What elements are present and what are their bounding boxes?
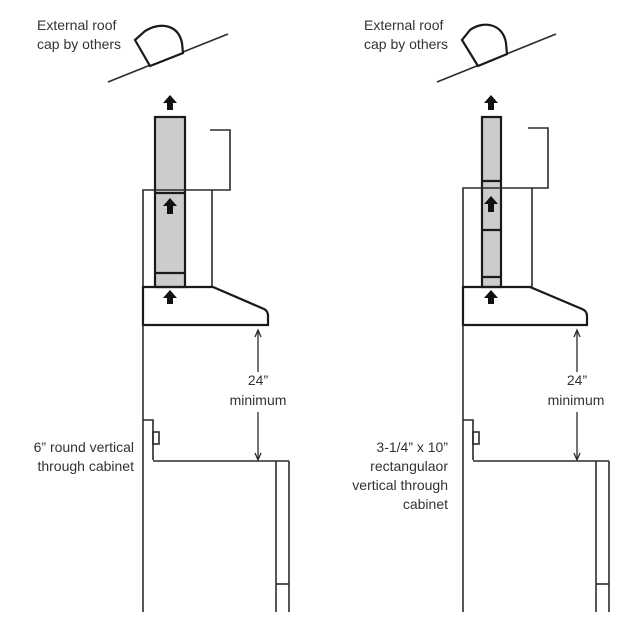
left-roof-cap [133, 24, 185, 68]
up-arrow-icon [163, 290, 177, 304]
up-arrow-icon [163, 95, 177, 110]
left-dim-arrow-top [254, 328, 262, 338]
right-roof-cap-label: External roof cap by others [364, 17, 449, 52]
right-duct-label: 3-1/4” x 10” rectangulaor vertical throu… [352, 439, 448, 512]
right-diagram [436, 23, 610, 612]
left-diagram [107, 24, 290, 612]
left-chimney-cover [210, 129, 231, 191]
outlet-icon [472, 431, 480, 445]
right-dim-arrow-bottom [573, 452, 581, 462]
outlet-icon [152, 431, 160, 445]
up-arrow-icon [163, 198, 177, 214]
up-arrow-icon [484, 290, 498, 304]
right-range-hood [461, 285, 589, 327]
right-dim-arrow-top [573, 328, 581, 338]
up-arrow-icon [484, 196, 498, 212]
left-range-hood [141, 285, 270, 327]
left-dim-arrow-bottom [254, 452, 262, 462]
right-backsplash [463, 419, 474, 460]
right-clearance-unit: minimum [547, 392, 605, 408]
left-clearance-value: 24” [247, 372, 269, 388]
left-upper-cabinet [142, 189, 213, 287]
right-upper-cabinet [462, 187, 533, 287]
left-roof-cap-label: External roof cap by others [37, 17, 122, 52]
left-clearance-unit: minimum [229, 392, 287, 408]
left-duct-label: 6” round vertical through cabinet [33, 439, 134, 474]
up-arrow-icon [484, 95, 498, 110]
right-roof-cap [460, 23, 509, 68]
left-backsplash [143, 419, 154, 460]
right-chimney-cover [528, 127, 549, 189]
right-clearance-value: 24” [566, 372, 588, 388]
